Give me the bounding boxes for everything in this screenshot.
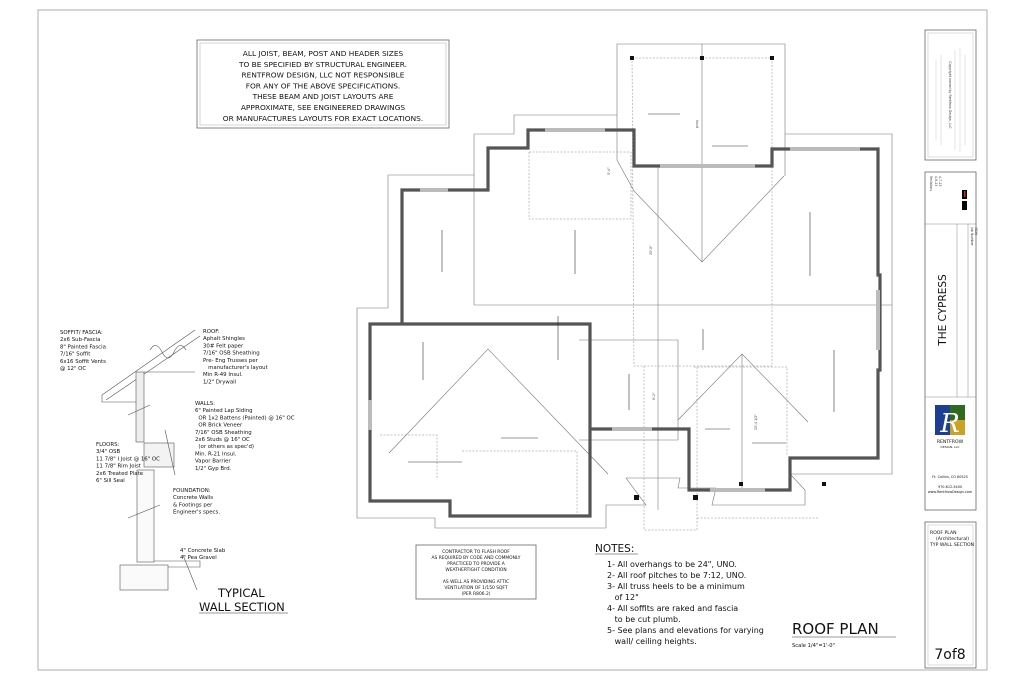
- roof-spec-line: Pre- Eng Trusses per: [203, 358, 259, 364]
- roof-spec-line: 30# Felt paper: [203, 343, 244, 349]
- wall-section-title-2: WALL SECTION: [199, 600, 285, 614]
- soffit-spec-line: 8" Painted Fascia: [60, 344, 106, 350]
- general-note-line: RENTFROW DESIGN, LLC NOT RESPONSIBLE: [242, 71, 405, 80]
- note-line: 3- All truss heels to be a minimum: [607, 582, 745, 591]
- sheet-description: ROOF PLAN: [930, 530, 957, 536]
- roof-plan-scale: Scale 1/4"=1'-0": [792, 643, 835, 649]
- flash-note-line: VENTILATION OF 1/150 SQFT: [444, 585, 507, 591]
- walls-spec-line: OR Brick Veneer: [195, 423, 243, 429]
- general-note-line: OR MANUFACTURES LAYOUTS FOR EXACT LOCATI…: [223, 114, 423, 123]
- note-line: 1- All overhangs to be 24", UNO.: [607, 560, 737, 569]
- walls-spec-line: OR 1x2 Battens (Painted) @ 16" OC: [195, 415, 295, 421]
- floors-spec-line: 2x6 Treated Plate: [96, 471, 144, 477]
- project-name: THE CYPRESS: [937, 274, 949, 347]
- soffit-spec-line: 7/16" Soffit: [60, 352, 90, 358]
- foundation-spec-line: Concrete Walls: [173, 495, 213, 501]
- general-note-line: FOR ANY OF THE ABOVE SPECIFICATIONS.: [246, 81, 401, 90]
- dimension-label: 25'-0": [649, 245, 653, 255]
- revision-date: 4-6-23: [934, 176, 938, 186]
- roof-spec-line: manufacturer's layout: [203, 365, 268, 371]
- roof-plan: Vault 25'-0" 5'-4" 8'-2" 15'-4 1/2": [356, 43, 893, 531]
- roof-spec-line: Min R-49 Insul.: [203, 372, 243, 378]
- roof-spec-line: 7/16" OSB Sheathing: [203, 351, 260, 357]
- walls-spec-line: Vapor Barrier: [195, 459, 231, 465]
- revisions-label: Revisions: [929, 176, 933, 191]
- flash-note-line: (PER R806.2): [462, 591, 491, 597]
- floors-spec-line: 3/4" OSB: [96, 449, 121, 455]
- foundation-spec-line: & Footings per: [173, 502, 213, 508]
- walls-spec-line: Min. R-21 Insul.: [195, 451, 237, 457]
- dimension-label: 8'-2": [652, 392, 656, 400]
- walls-spec-line: (or others as spec'd): [195, 444, 254, 450]
- company-city: Ft. Collins, CO 80525: [932, 475, 968, 479]
- roof-heading: ROOF:: [203, 329, 220, 335]
- svg-text:R: R: [939, 409, 960, 439]
- note-line: wall/ ceiling heights.: [607, 637, 697, 646]
- wall-section-title-1: TYPICAL: [217, 586, 265, 600]
- general-note-box: ALL JOIST, BEAM, POST AND HEADER SIZES TO…: [196, 39, 450, 129]
- soffit-heading: SOFFIT/ FASCIA:: [60, 330, 103, 336]
- sheet-description: (Architectural): [936, 536, 969, 542]
- note-line: 4- All soffits are raked and fascia: [607, 604, 738, 613]
- walls-spec-line: 6" Painted Lap Siding: [195, 408, 253, 414]
- soffit-spec-line: 2x6 Sub-Fascia: [60, 337, 100, 343]
- copyright-text: Copyright owned by Rentfrow Design, LLC: [948, 61, 952, 129]
- dimension-label: 15'-4 1/2": [754, 414, 758, 430]
- note-line: of 12": [607, 593, 639, 602]
- walls-heading: WALLS:: [195, 401, 215, 407]
- flash-note-line: AS WELL AS PROVIDING ATTIC: [443, 579, 509, 585]
- floors-heading: FLOORS:: [96, 442, 120, 448]
- floors-spec-line: 6" Sill Seal: [96, 478, 125, 484]
- slab-spec-line: 4" Concrete Slab: [180, 548, 226, 554]
- foundation-heading: FOUNDATION:: [173, 488, 211, 494]
- exterior-walls: [368, 128, 882, 518]
- walls-spec-line: 1/2" Gyp Brd.: [195, 466, 232, 472]
- general-note-line: THESE BEAM AND JOIST LAYOUTS ARE: [252, 92, 394, 101]
- floors-spec-line: 11 7/8" Rim Joist: [96, 464, 141, 470]
- note-line: to be cut plumb.: [607, 615, 681, 624]
- flash-note-line: CONTRACTOR TO FLASH ROOF: [442, 549, 510, 555]
- soffit-spec-line: 6x16 Soffit Vents: [60, 359, 106, 365]
- revision-date: 4-7-23: [938, 176, 942, 186]
- flash-note-line: PRACTICED TO PROVIDE A: [447, 561, 505, 567]
- walls-spec-line: 7/16" OSB Sheathing: [195, 430, 252, 436]
- dimension-label: 5'-4": [607, 167, 611, 175]
- roof-spec-line: Aphalt Shingles: [203, 336, 245, 342]
- floors-spec-line: 11 7/8" I Joist @ 16" OC: [96, 456, 160, 462]
- walls-spec-line: 2x6 Studs @ 16" OC: [195, 437, 250, 443]
- flash-note-line: AS REQUIRED BY CODE AND COMMONLY: [432, 555, 521, 561]
- note-line: 2- All roof pitches to be 7:12, UNO.: [607, 571, 746, 580]
- sheet-number: 7of8: [934, 647, 965, 663]
- job-number-label: Job Number: [970, 226, 974, 246]
- notes-heading: NOTES:: [595, 543, 634, 555]
- company-subname: DESIGN, LLC: [941, 445, 960, 449]
- wall-section-detail: [101, 329, 201, 591]
- general-note-line: TO BE SPECIFIED BY STRUCTURAL ENGINEER.: [238, 60, 407, 69]
- foundation-spec-line: Engineer's specs.: [173, 510, 220, 516]
- company-website: www.RentfrowDesign.com: [928, 490, 973, 494]
- general-note-line: ALL JOIST, BEAM, POST AND HEADER SIZES: [243, 49, 404, 58]
- soffit-spec-line: @ 12" OC: [60, 366, 86, 372]
- sheet-border: [37, 9, 988, 671]
- title-block: Copyright owned by Rentfrow Design, LLC …: [924, 29, 978, 669]
- note-line: 5- See plans and elevations for varying: [607, 626, 764, 635]
- slab-spec-line: 4" Pea Gravel: [180, 555, 217, 561]
- sheet-description: TYP WALL SECTION: [929, 542, 974, 548]
- roof-spec-line: 1/2" Drywall: [203, 379, 236, 385]
- company-logo: R: [935, 405, 965, 439]
- vault-label: Vault: [695, 120, 699, 129]
- company-name: RENTFROW: [937, 439, 964, 445]
- roof-outline: [356, 43, 893, 529]
- roof-plan-title: ROOF PLAN: [792, 620, 879, 638]
- general-note-line: APPROXIMATE, SEE ENGINEERED DRAWINGS: [241, 103, 406, 112]
- company-phone: 970-612-5400: [938, 485, 962, 489]
- job-number: 4536: [974, 227, 978, 235]
- flash-note-line: WEATHERTIGHT CONDITION: [445, 567, 506, 573]
